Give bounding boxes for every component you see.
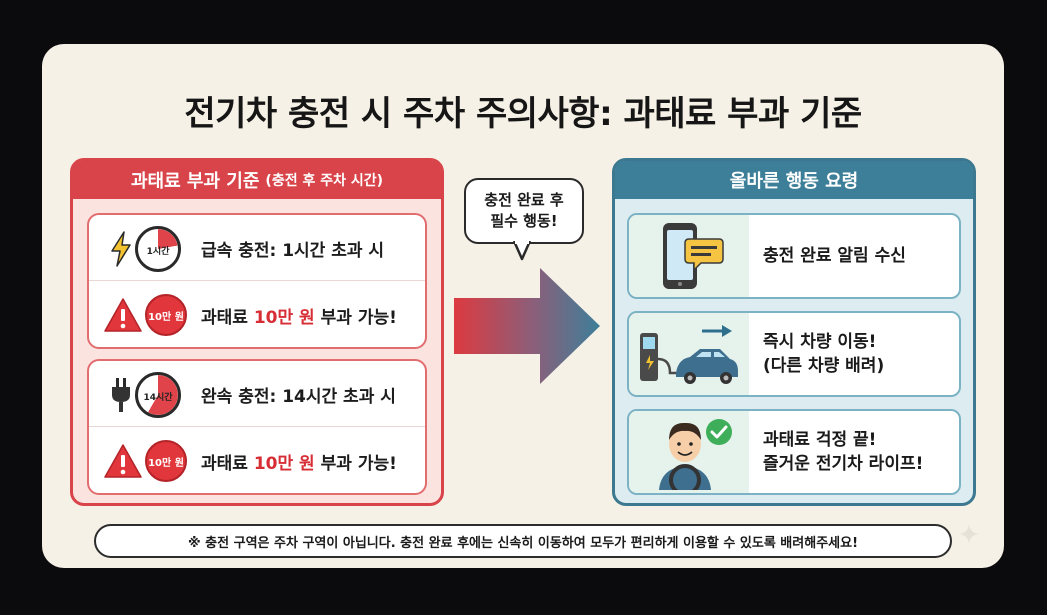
fast-charge-icons: 1시간 bbox=[89, 225, 201, 272]
clock-icon: 14시간 bbox=[135, 371, 181, 418]
slow-charge-condition-text: 완속 충전: 14시간 초과 시 bbox=[201, 387, 396, 407]
action-no-worry: 과태료 걱정 끝! 즐거운 전기차 라이프! bbox=[627, 409, 961, 495]
fine-amount: 10만 원 bbox=[253, 307, 315, 328]
warning-icon bbox=[104, 444, 142, 478]
plug-icon bbox=[112, 377, 130, 412]
after-charge-bubble: 충전 완료 후 필수 행동! bbox=[464, 178, 584, 244]
clock-label: 14시간 bbox=[143, 392, 173, 403]
slow-charge-fine-row: 10만 원 과태료 10만 원 부과 가능! bbox=[89, 429, 425, 493]
fine-amount: 10만 원 bbox=[253, 453, 315, 474]
slow-charge-fine-text: 과태료 10만 원 부과 가능! bbox=[201, 453, 397, 474]
slow-charge-condition-row: 14시간 완속 충전: 14시간 초과 시 bbox=[89, 363, 425, 427]
infographic-card: 전기차 충전 시 주차 주의사항: 과태료 부과 기준 과태료 부과 기준 (충… bbox=[42, 44, 1004, 568]
bubble-tail bbox=[512, 241, 532, 261]
fast-charge-condition-row: 1시간 급속 충전: 1시간 초과 시 bbox=[89, 217, 425, 281]
ev-car-moving-icon bbox=[640, 325, 738, 384]
action-notification-text: 충전 완료 알림 수신 bbox=[763, 246, 906, 266]
fine-criteria-panel: 과태료 부과 기준 (충전 후 주차 시간) 1시간 급속 충전: 1시간 초과… bbox=[70, 158, 444, 506]
slow-charge-icons: 14시간 bbox=[89, 371, 201, 418]
sparkle-icon bbox=[959, 524, 979, 544]
fine-icons: 10만 원 bbox=[89, 294, 201, 336]
bubble-line-1: 충전 완료 후 bbox=[484, 191, 564, 209]
action-no-worry-text: 과태료 걱정 끝! 즐거운 전기차 라이프! bbox=[763, 430, 924, 474]
happy-driver-icon bbox=[659, 419, 732, 490]
fast-charge-fine-row: 10만 원 과태료 10만 원 부과 가능! bbox=[89, 283, 425, 347]
fine-coin-icon: 10만 원 bbox=[145, 440, 187, 482]
fine-criteria-header: 과태료 부과 기준 (충전 후 주차 시간) bbox=[73, 161, 441, 199]
smartphone-message-icon bbox=[663, 223, 724, 289]
fine-icons: 10만 원 bbox=[89, 440, 201, 482]
fast-charge-fine-text: 과태료 10만 원 부과 가능! bbox=[201, 307, 397, 328]
fine-coin-icon: 10만 원 bbox=[145, 294, 187, 336]
action-notification: 충전 완료 알림 수신 bbox=[627, 213, 961, 299]
proper-action-header: 올바른 행동 요령 bbox=[615, 161, 973, 199]
slow-charge-rule: 14시간 완속 충전: 14시간 초과 시 10만 원 과태료 10만 원 부과… bbox=[87, 359, 427, 495]
warning-icon bbox=[104, 298, 142, 332]
footer-note: ※ 충전 구역은 주차 구역이 아닙니다. 충전 완료 후에는 신속히 이동하여… bbox=[94, 524, 952, 558]
proper-action-panel: 올바른 행동 요령 충전 완료 알림 수신 bbox=[612, 158, 976, 506]
arrow-right-icon bbox=[454, 268, 600, 384]
fine-criteria-title: 과태료 부과 기준 bbox=[130, 171, 260, 192]
action-move-car: 즉시 차량 이동! (다른 차량 배려) bbox=[627, 311, 961, 397]
bubble-line-2: 필수 행동! bbox=[490, 212, 558, 230]
action-move-car-text: 즉시 차량 이동! (다른 차량 배려) bbox=[763, 332, 885, 376]
fine-criteria-subtitle: (충전 후 주차 시간) bbox=[265, 173, 384, 189]
fast-charge-rule: 1시간 급속 충전: 1시간 초과 시 10만 원 과태료 10만 원 부과 가… bbox=[87, 213, 427, 349]
lightning-icon bbox=[111, 230, 131, 267]
clock-icon: 1시간 bbox=[135, 225, 181, 272]
clock-label: 1시간 bbox=[146, 246, 170, 257]
page-title: 전기차 충전 시 주차 주의사항: 과태료 부과 기준 bbox=[184, 94, 862, 134]
fast-charge-condition-text: 급속 충전: 1시간 초과 시 bbox=[201, 241, 385, 261]
